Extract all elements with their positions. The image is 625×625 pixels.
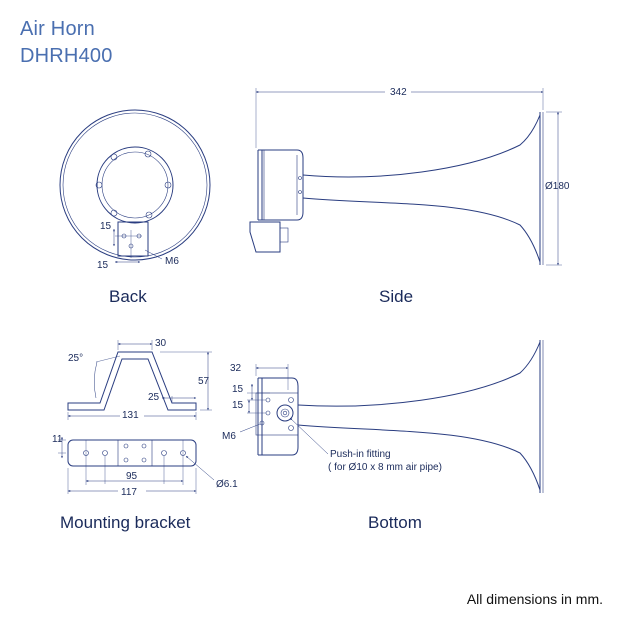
bracket-top-dim: 30 (155, 338, 167, 349)
bottom-dim-a: 32 (230, 363, 242, 374)
bracket-profile (67, 351, 197, 411)
bracket-angle-dim: 25° (68, 353, 83, 364)
horn-upper-profile (302, 114, 541, 178)
view-label-back: Back (109, 287, 147, 306)
view-label-side: Side (379, 287, 414, 306)
bottom-bracket-plate (255, 392, 299, 436)
side-bracket (249, 221, 281, 253)
housing-body (101, 151, 169, 219)
bell-diameter-dim: Ø180 (545, 181, 570, 192)
units-note: All dimensions in mm. (466, 591, 603, 607)
back-thread-label: M6 (165, 256, 179, 267)
view-label-bottom: Bottom (368, 513, 422, 532)
bracket-total-dim: 117 (121, 487, 137, 498)
bracket-plan (67, 439, 197, 467)
bottom-horn-upper (297, 341, 541, 407)
back-mount-boss (117, 221, 149, 257)
side-length-dim: 342 (390, 87, 407, 98)
bottom-horn-lower (297, 424, 541, 491)
back-dim-horizontal: 15 (97, 260, 109, 271)
bracket-foot-dim: 25 (148, 392, 160, 403)
push-in-callout-line2: ( for Ø10 x 8 mm air pipe) (328, 462, 442, 473)
bracket-hole-diameter-dim: Ø6.1 (216, 479, 238, 490)
bell-outline (59, 109, 211, 261)
bottom-view-drawing: 32 15 15 M6 Push-in fitting ( for Ø10 x … (222, 340, 544, 493)
push-in-callout-line1: Push-in fitting (330, 449, 391, 460)
housing-flange (96, 146, 174, 224)
side-housing (261, 149, 304, 221)
back-view-drawing: 15 15 M6 (59, 109, 211, 271)
bracket-width-dim: 11 (52, 434, 63, 445)
bottom-dim-c: 15 (232, 400, 244, 411)
back-dim-vertical: 15 (100, 221, 112, 232)
mounting-bracket-drawing: 30 25° 57 25 131 11 (52, 338, 238, 498)
product-type-title: Air Horn (20, 18, 95, 40)
bell-inner-rim (62, 112, 208, 258)
bottom-thread-label: M6 (222, 431, 236, 442)
bracket-height-dim: 57 (198, 376, 210, 387)
bottom-housing (261, 377, 299, 456)
flange-screws (95, 150, 172, 219)
push-in-fitting (276, 404, 294, 422)
bottom-dim-b: 15 (232, 384, 244, 395)
product-model-title: DHRH400 (20, 45, 113, 67)
bracket-length-dim: 131 (122, 410, 139, 421)
view-label-mounting-bracket: Mounting bracket (60, 513, 191, 532)
horn-lower-profile (302, 197, 541, 263)
bracket-hole-spacing-dim: 95 (126, 471, 138, 482)
side-view-drawing: 342 Ø180 (249, 85, 570, 266)
